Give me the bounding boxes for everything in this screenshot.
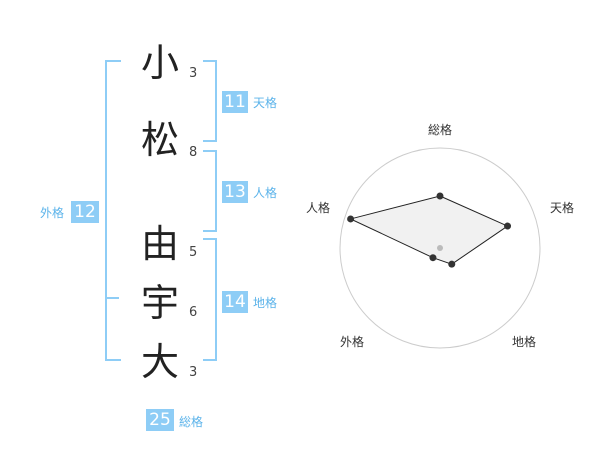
- gaikaku-label: 外格: [40, 206, 65, 220]
- name-char-4: 宇: [141, 281, 180, 325]
- stroke-count-3: 5: [189, 245, 198, 260]
- gaikaku-bracket-split: [105, 297, 119, 299]
- tenkaku-value: 11: [222, 91, 248, 113]
- gaikaku-value: 12: [71, 201, 99, 223]
- stroke-count-1: 3: [189, 66, 198, 81]
- axis-label-gaikaku: 外格: [340, 334, 364, 349]
- radar-point-2: [504, 222, 512, 230]
- gaikaku-bracket: [105, 60, 121, 361]
- name-char-1: 小: [141, 41, 180, 85]
- radar-point-1: [436, 192, 444, 200]
- name-char-3: 由: [141, 222, 180, 266]
- stroke-count-2: 8: [189, 145, 198, 160]
- chikaku-label: 地格: [253, 296, 278, 310]
- stroke-count-5: 3: [189, 365, 198, 380]
- jinkaku-bracket: [203, 150, 217, 232]
- radar-point-4: [429, 254, 437, 262]
- radar-center-dot: [437, 245, 443, 251]
- axis-label-jinkaku: 人格: [306, 200, 330, 215]
- chikaku-bracket: [203, 238, 217, 361]
- axis-label-tenkaku: 天格: [550, 200, 574, 215]
- name-char-2: 松: [141, 118, 180, 162]
- jinkaku-value: 13: [222, 181, 248, 203]
- radar-polygon: [349, 195, 509, 265]
- axis-label-chikaku: 地格: [512, 334, 536, 349]
- jinkaku-label: 人格: [253, 186, 278, 200]
- soukaku-value: 25: [146, 409, 174, 431]
- radar-point-3: [448, 260, 456, 268]
- tenkaku-bracket: [203, 60, 217, 142]
- radar-point-5: [347, 215, 355, 223]
- tenkaku-label: 天格: [253, 96, 278, 110]
- name-char-5: 大: [141, 340, 180, 384]
- soukaku-label: 総格: [179, 415, 204, 429]
- chikaku-value: 14: [222, 291, 248, 313]
- stroke-count-4: 6: [189, 305, 198, 320]
- axis-label-soukaku: 総格: [428, 122, 452, 137]
